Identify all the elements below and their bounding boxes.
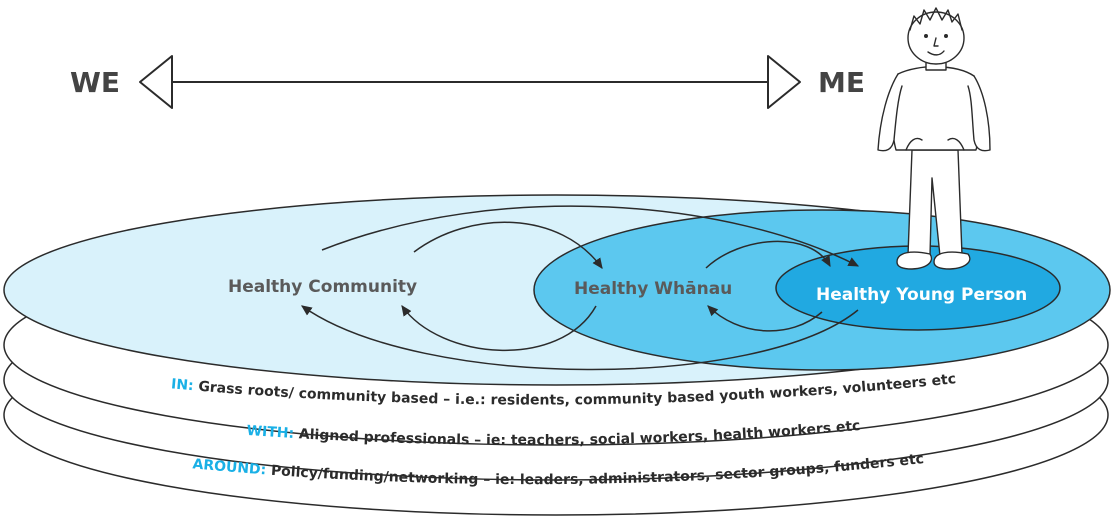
layer-key-with: WITH: bbox=[246, 423, 294, 442]
axis-label-we: WE bbox=[70, 66, 120, 99]
arrow-community-to-whanau bbox=[413, 221, 603, 269]
layer-key-in: IN: bbox=[170, 376, 194, 394]
flow-arrows bbox=[301, 205, 860, 371]
arrow-young-person-to-community bbox=[301, 305, 859, 371]
arrow-community-to-young-person bbox=[321, 205, 860, 267]
axis-label-me: ME bbox=[818, 66, 865, 99]
arrow-whanau-to-young-person bbox=[705, 240, 831, 269]
label-healthy-young-person: Healthy Young Person bbox=[816, 285, 1027, 305]
axis-arrowhead-left bbox=[139, 55, 173, 109]
axis-arrowhead-right bbox=[767, 55, 801, 109]
we-me-axis: WE ME bbox=[70, 55, 865, 109]
label-healthy-community: Healthy Community bbox=[228, 277, 417, 297]
arrow-young-person-to-whanau bbox=[707, 305, 823, 332]
label-healthy-whanau: Healthy Whānau bbox=[574, 279, 732, 299]
layer-key-around: AROUND: bbox=[192, 456, 267, 478]
arrow-whanau-to-community bbox=[401, 305, 597, 352]
person-standing-icon bbox=[877, 7, 991, 270]
